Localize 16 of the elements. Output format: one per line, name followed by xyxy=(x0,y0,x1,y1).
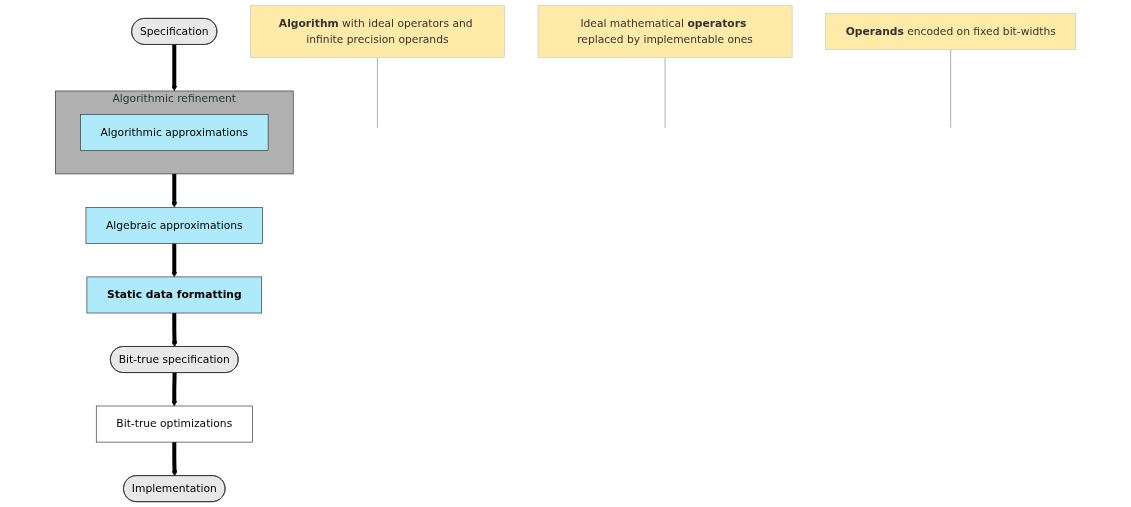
node-box: Algorithm with ideal operators and infinite precision operands xyxy=(249,5,505,58)
arrow xyxy=(171,243,178,278)
node-box: Operands encoded on fixed bit-widths xyxy=(825,13,1077,50)
connector xyxy=(950,49,952,129)
arrow xyxy=(171,442,178,477)
connector xyxy=(376,57,378,129)
node-box: Bit-true optimizations xyxy=(95,405,253,443)
arrow xyxy=(171,372,178,407)
node-box: Static data formatting xyxy=(86,276,262,314)
connector xyxy=(664,57,666,129)
arrow xyxy=(171,44,178,92)
node-box: Ideal mathematical operators replaced by implementable ones xyxy=(537,5,793,58)
node-box: Algorithmic approximations xyxy=(80,114,269,151)
node-box: Algebraic approximations xyxy=(85,207,263,244)
arrow xyxy=(171,313,178,348)
arrow xyxy=(171,173,178,208)
